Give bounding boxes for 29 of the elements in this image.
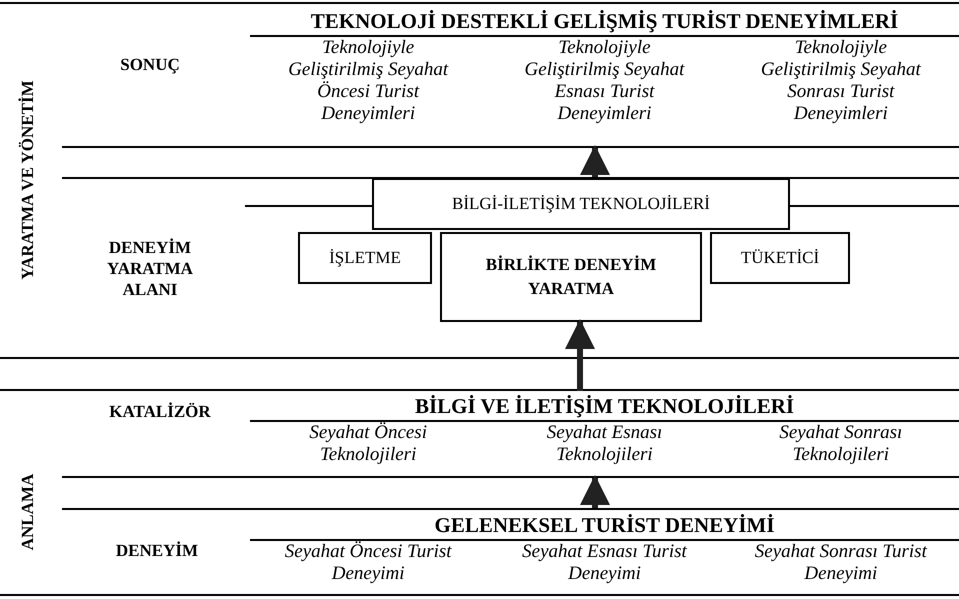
section-heading: TEKNOLOJİ DESTEKLİ GELİŞMİŞ TURİST DENEYİMLERİ (250, 8, 959, 37)
row-label: KATALİZÖR (108, 401, 212, 422)
column-text: Seyahat Öncesi Turist Deneyimi (284, 541, 453, 585)
concept-box (298, 232, 432, 284)
arrow (565, 319, 595, 391)
arrow (580, 475, 610, 508)
box-label: BİLGİ-İLETİŞİM TEKNOLOJİLERİ (452, 194, 710, 214)
column-text: Teknolojiyle Geliştirilmiş Seyahat Sonrası Turist Deneyimleri (760, 37, 922, 125)
section-heading: BİLGİ VE İLETİŞİM TEKNOLOJİLERİ (250, 393, 959, 422)
column-text: Seyahat Sonrası Teknolojileri (778, 422, 904, 466)
section-label: YARATMA VE YÖNETİM (18, 80, 38, 280)
row-label: DENEYİM (114, 540, 200, 561)
box-label: TÜKETİCİ (740, 248, 820, 268)
row-label: SONUÇ (119, 54, 181, 75)
concept-box (372, 178, 790, 230)
row-label: DENEYİM YARATMA ALANI (106, 237, 194, 300)
column-text: Seyahat Esnası Turist Deneyimi (521, 541, 688, 585)
column-text: Teknolojiyle Geliştirilmiş Seyahat Öncesi Turist Deneyimleri (287, 37, 450, 125)
concept-box (710, 232, 850, 284)
column-text: Teknolojiyle Geliştirilmiş Seyahat Esnası Turist Deneyimleri (524, 37, 686, 125)
section-heading: GELENEKSEL TURİST DENEYİMİ (250, 512, 959, 541)
concept-box (440, 232, 702, 322)
arrow (580, 145, 610, 177)
column-text: Seyahat Sonrası Turist Deneyimi (754, 541, 928, 585)
box-label: BİRLİKTE DENEYİM YARATMA (484, 254, 658, 300)
box-label: İŞLETME (329, 248, 401, 268)
column-text: Seyahat Esnası Teknolojileri (546, 422, 664, 466)
section-label: ANLAMA (18, 474, 38, 550)
column-text: Seyahat Öncesi Teknolojileri (308, 422, 428, 466)
